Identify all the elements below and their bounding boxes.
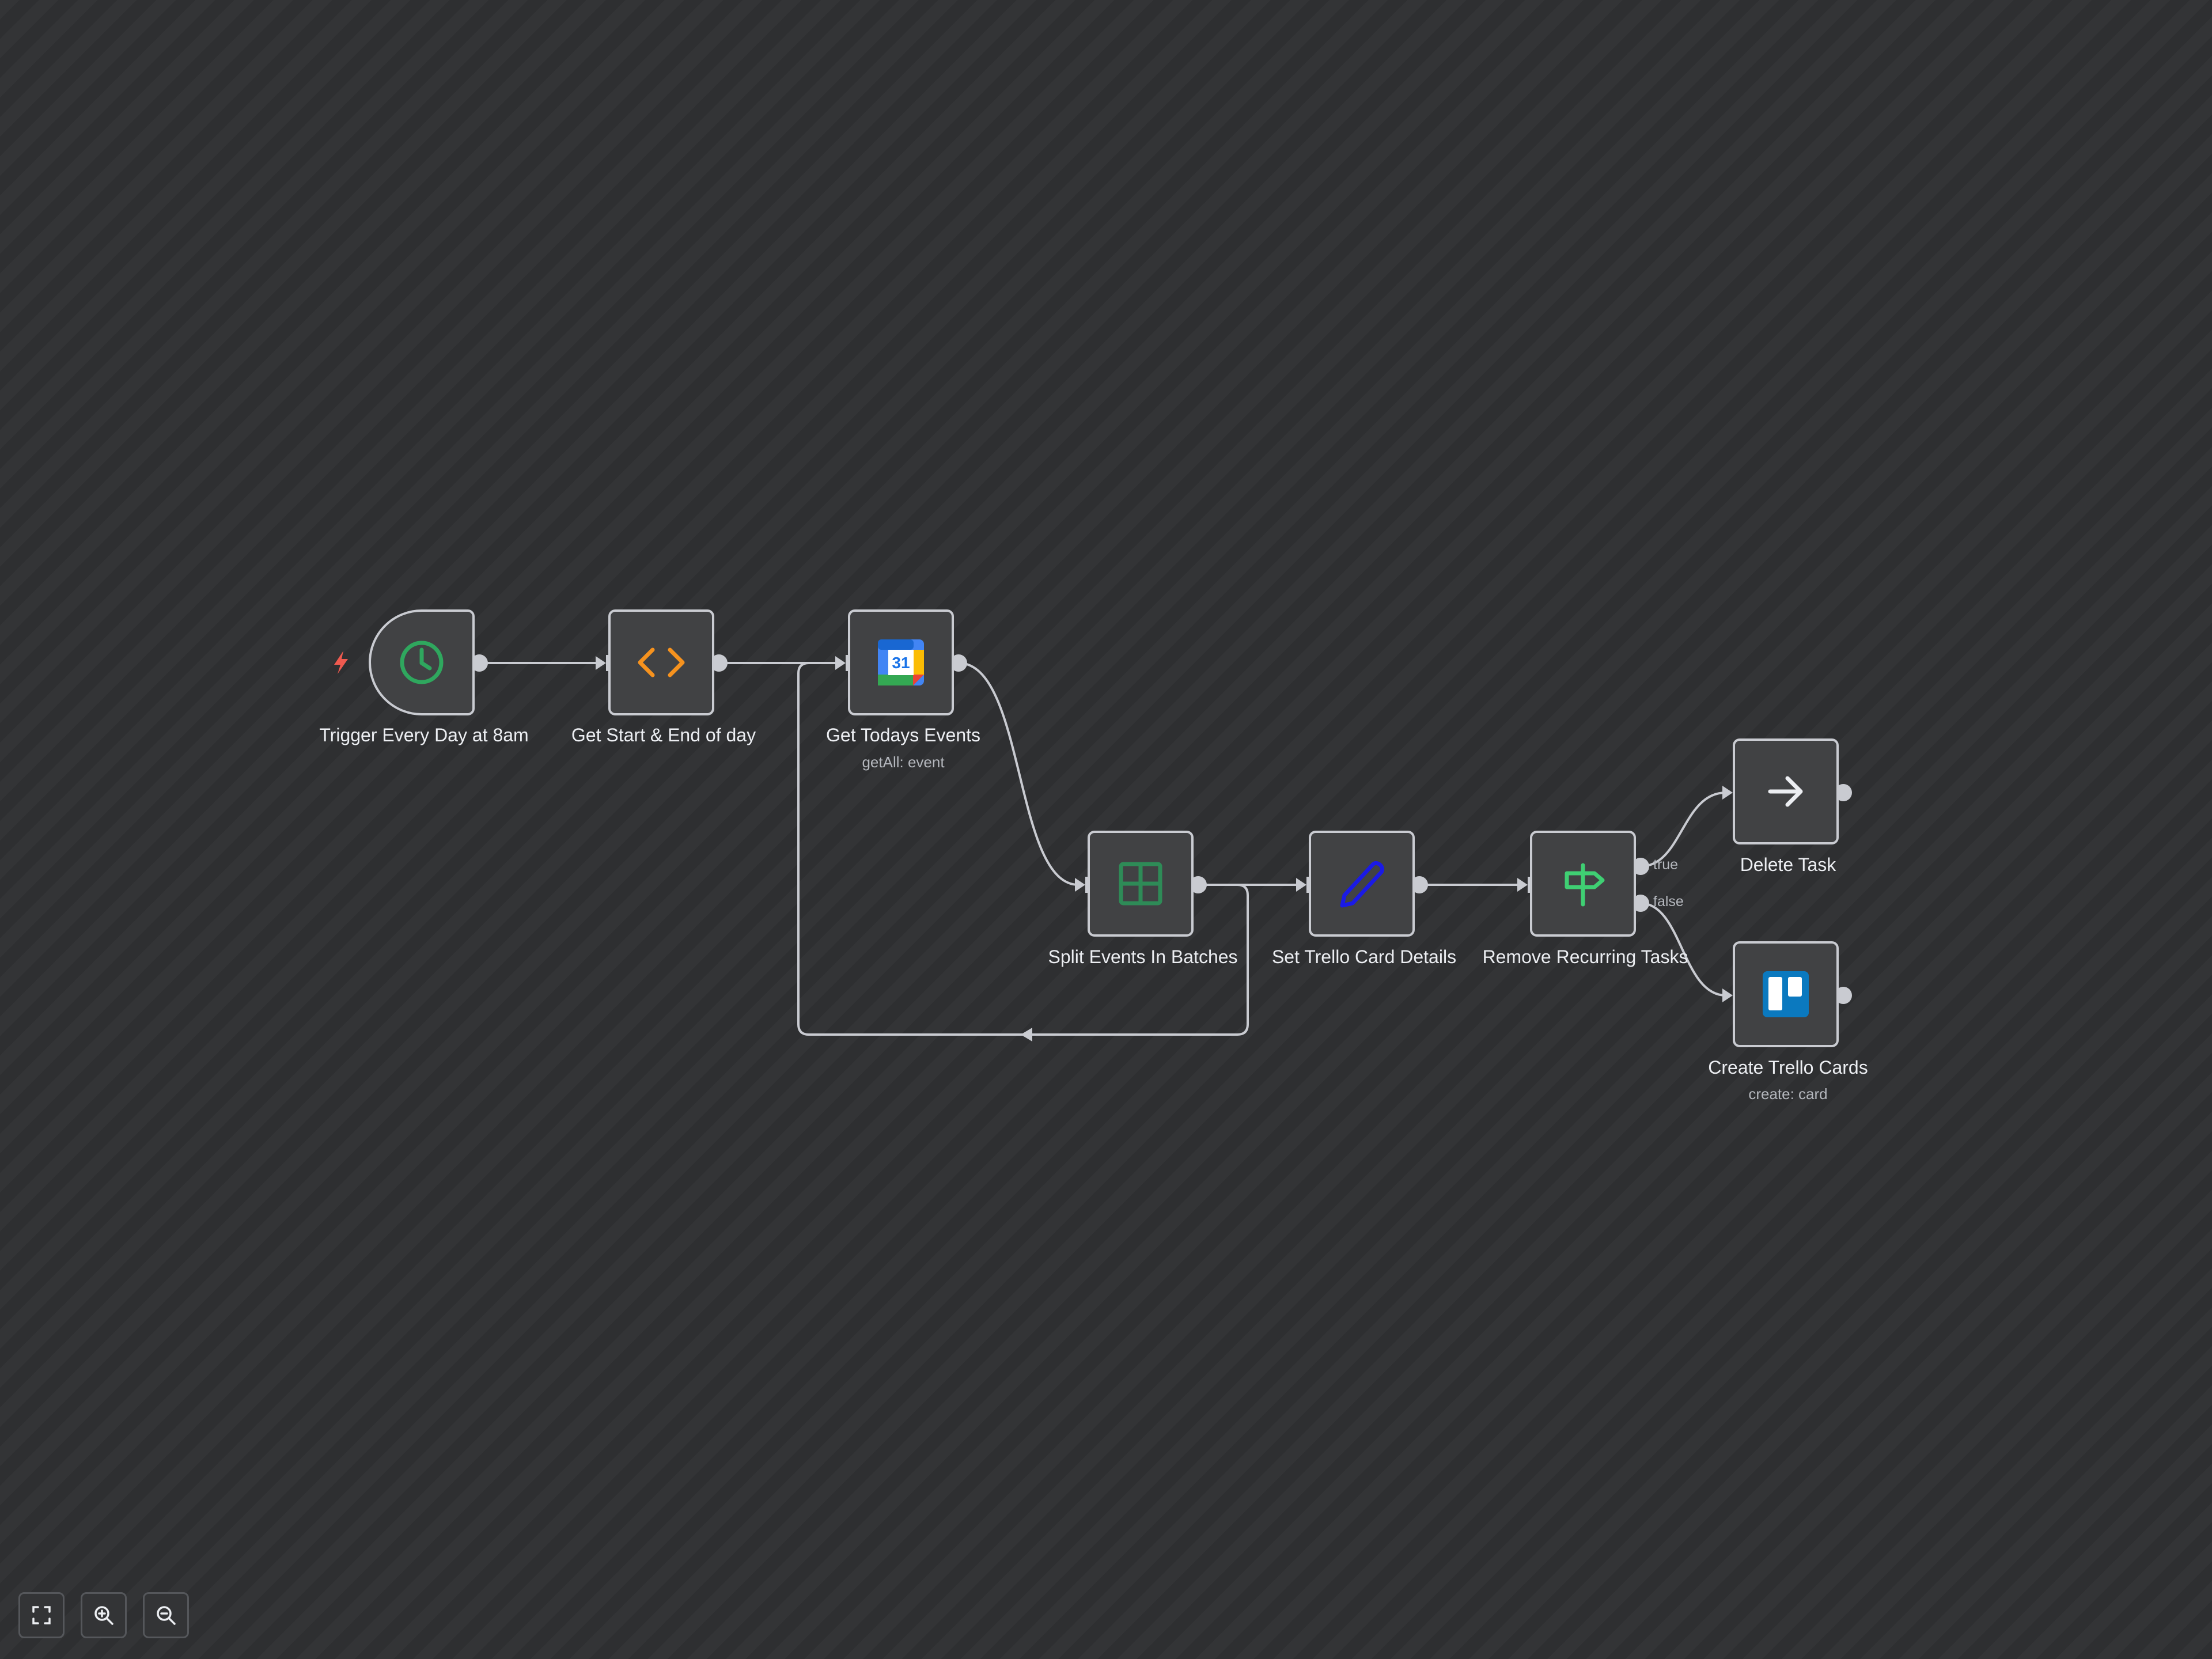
output-handle-set — [1411, 876, 1428, 893]
input-arrow-if — [1517, 878, 1528, 892]
node-label-trigger: Trigger Every Day at 8am — [319, 725, 529, 745]
output-handle-false — [1632, 895, 1649, 912]
input-arrow-code — [596, 656, 606, 670]
trigger-bolt-icon — [334, 651, 348, 674]
node-label-remove-recurring: Remove Recurring Tasks — [1482, 946, 1688, 967]
node-label-create-trello: Create Trello Cards — [1708, 1057, 1868, 1078]
node-sub-todays-events: getAll: event — [862, 753, 945, 771]
output-handle-trigger — [471, 654, 488, 672]
edge-calendar-to-split — [958, 662, 1079, 886]
node-set-trello-details[interactable] — [1309, 831, 1415, 937]
node-label-delete-task: Delete Task — [1740, 854, 1836, 875]
arrow-loop-left — [1021, 1028, 1032, 1041]
node-label-start-end: Get Start & End of day — [571, 725, 756, 745]
output-handle-calendar — [950, 654, 967, 672]
node-get-start-end[interactable] — [608, 609, 714, 715]
input-arrow-split — [1075, 878, 1085, 892]
node-label-todays-events: Get Todays Events — [826, 725, 980, 745]
arrow-right-icon — [1768, 776, 1803, 807]
input-arrow-create — [1722, 988, 1733, 1002]
input-arrow-delete — [1722, 786, 1733, 800]
output-handle-delete — [1835, 784, 1852, 801]
split-grid-icon — [1119, 862, 1162, 906]
clock-icon — [400, 641, 444, 684]
output-handle-code — [710, 654, 728, 672]
google-calendar-icon: 31 — [878, 639, 924, 685]
zoom-out-button[interactable] — [143, 1592, 189, 1638]
input-arrow-set — [1296, 878, 1306, 892]
branch-label-true: true — [1653, 857, 1679, 873]
output-handle-create — [1835, 987, 1852, 1004]
zoom-in-button[interactable] — [81, 1592, 127, 1638]
branch-label-false: false — [1653, 893, 1684, 910]
pencil-icon — [1340, 861, 1384, 908]
output-handle-split — [1190, 876, 1207, 893]
output-handle-true — [1632, 858, 1649, 875]
zoom-in-icon — [94, 1606, 113, 1625]
input-arrow-calendar — [835, 656, 846, 670]
calendar-day-number: 31 — [892, 654, 910, 672]
node-split-events[interactable] — [1088, 831, 1194, 937]
node-label-split: Split Events In Batches — [1048, 946, 1238, 967]
node-get-todays-events[interactable]: 31 — [848, 609, 954, 715]
fit-view-icon — [32, 1606, 51, 1624]
node-trigger-every-day[interactable] — [369, 609, 475, 715]
zoom-out-icon — [157, 1606, 176, 1625]
trello-icon — [1763, 971, 1809, 1017]
edge-true-to-delete — [1640, 791, 1726, 868]
node-create-trello-cards[interactable] — [1733, 941, 1839, 1047]
edge-false-to-create — [1640, 902, 1726, 997]
fit-view-button[interactable] — [18, 1592, 65, 1638]
node-label-set-trello: Set Trello Card Details — [1271, 946, 1457, 967]
node-sub-create-trello: create: card — [1748, 1085, 1828, 1103]
node-delete-task[interactable] — [1733, 738, 1839, 844]
node-remove-recurring[interactable] — [1530, 831, 1636, 937]
signpost-icon — [1565, 863, 1605, 907]
code-icon — [638, 647, 685, 677]
